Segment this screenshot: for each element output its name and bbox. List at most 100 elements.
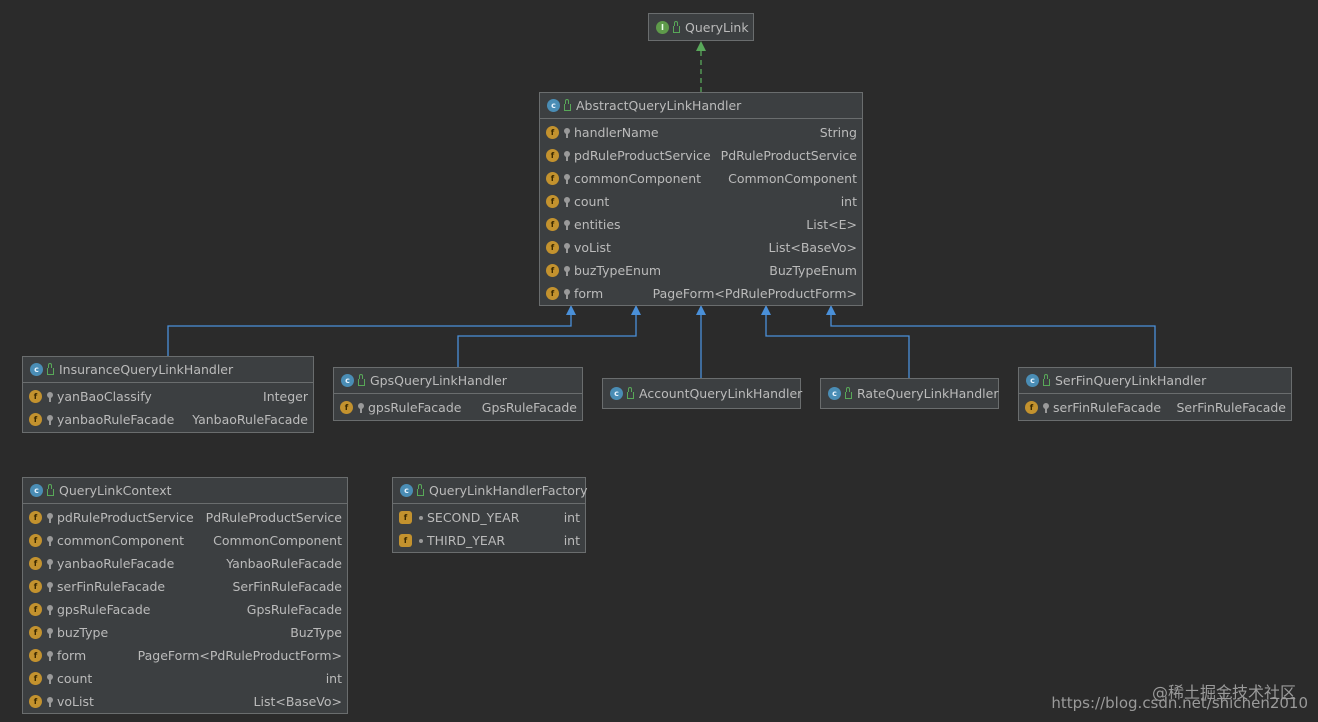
private-pin-icon <box>47 535 53 546</box>
private-pin-icon <box>47 650 53 661</box>
field-name: count <box>57 671 93 686</box>
private-pin-icon <box>1043 402 1049 413</box>
field-name: SECOND_YEAR <box>427 510 520 525</box>
field-icon: f <box>546 126 559 139</box>
field-type: PdRuleProductService <box>720 148 857 163</box>
field-type: int <box>325 671 342 686</box>
abstract-class-icon: c <box>547 99 560 112</box>
field-name: commonComponent <box>57 533 185 548</box>
field-name: pdRuleProductService <box>574 148 711 163</box>
field-type: int <box>840 194 857 209</box>
field-type: SerFinRuleFacade <box>1176 400 1286 415</box>
field-icon: f <box>29 511 42 524</box>
field-name: form <box>57 648 87 663</box>
private-pin-icon <box>47 627 53 638</box>
node-account-querylink-handler[interactable]: c AccountQueryLinkHandler <box>602 378 802 409</box>
private-pin-icon <box>358 402 364 413</box>
public-lock-icon <box>627 387 634 399</box>
private-pin-icon <box>564 150 570 161</box>
field-type: GpsRuleFacade <box>481 400 577 415</box>
private-pin-icon <box>47 581 53 592</box>
class-icon: c <box>341 374 354 387</box>
field-name: pdRuleProductService <box>57 510 194 525</box>
package-private-dot-icon <box>419 538 423 543</box>
field-type: PageForm<PdRuleProductForm> <box>137 648 342 663</box>
node-title: AbstractQueryLinkHandler <box>576 98 742 113</box>
public-lock-icon <box>417 484 424 496</box>
field-type: PdRuleProductService <box>205 510 342 525</box>
node-title: QueryLinkContext <box>59 483 172 498</box>
private-pin-icon <box>47 512 53 523</box>
field-icon: f <box>29 390 42 403</box>
field-type: GpsRuleFacade <box>246 602 342 617</box>
field-type: YanbaoRuleFacade <box>226 556 342 571</box>
node-querylink-context[interactable]: c QueryLinkContext f pdRuleProductService… <box>22 477 348 714</box>
node-title: GpsQueryLinkHandler <box>370 373 507 388</box>
field-name: gpsRuleFacade <box>57 602 151 617</box>
class-icon: c <box>30 484 43 497</box>
class-icon: c <box>610 387 623 400</box>
public-lock-icon <box>564 99 571 111</box>
private-pin-icon <box>47 391 53 402</box>
inheritance-edge-insurance <box>167 311 572 356</box>
realization-arrowhead <box>696 41 706 51</box>
interface-icon: I <box>656 20 669 34</box>
private-pin-icon <box>564 288 570 299</box>
field-type: BuzType <box>290 625 342 640</box>
field-icon: f <box>29 603 42 616</box>
field-icon: f <box>29 534 42 547</box>
node-header: c RateQueryLinkHandler <box>821 379 998 408</box>
private-pin-icon <box>47 673 53 684</box>
node-title: QueryLink <box>685 19 749 35</box>
field-name: commonComponent <box>574 171 702 186</box>
private-pin-icon <box>564 219 570 230</box>
node-title: QueryLinkHandlerFactory <box>429 483 588 498</box>
node-querylink[interactable]: I QueryLink <box>648 13 754 41</box>
field-type: BuzTypeEnum <box>769 263 857 278</box>
field-type: SerFinRuleFacade <box>232 579 342 594</box>
field-name: entities <box>574 217 621 232</box>
field-icon: f <box>546 241 559 254</box>
node-rate-querylink-handler[interactable]: c RateQueryLinkHandler <box>820 378 999 409</box>
public-lock-icon <box>673 20 680 33</box>
field-name: THIRD_YEAR <box>427 533 506 548</box>
field-type: String <box>819 125 857 140</box>
private-pin-icon <box>564 173 570 184</box>
field-type: List<BaseVo> <box>768 240 857 255</box>
private-pin-icon <box>47 558 53 569</box>
field-type: CommonComponent <box>728 171 857 186</box>
field-name: gpsRuleFacade <box>368 400 462 415</box>
node-header: c QueryLinkContext <box>23 478 347 503</box>
field-icon: f <box>29 557 42 570</box>
field-type: YanbaoRuleFacade <box>192 412 308 427</box>
inheritance-edge-serfin <box>830 311 1156 367</box>
field-type: int <box>563 510 580 525</box>
node-header: I QueryLink <box>649 14 753 40</box>
field-name: count <box>574 194 610 209</box>
field-row: f pdRuleProductService PdRuleProductServic… <box>23 506 347 529</box>
private-pin-icon <box>564 127 570 138</box>
inheritance-arrowhead-gps <box>631 305 641 315</box>
field-icon: f <box>29 672 42 685</box>
class-icon: c <box>400 484 413 497</box>
